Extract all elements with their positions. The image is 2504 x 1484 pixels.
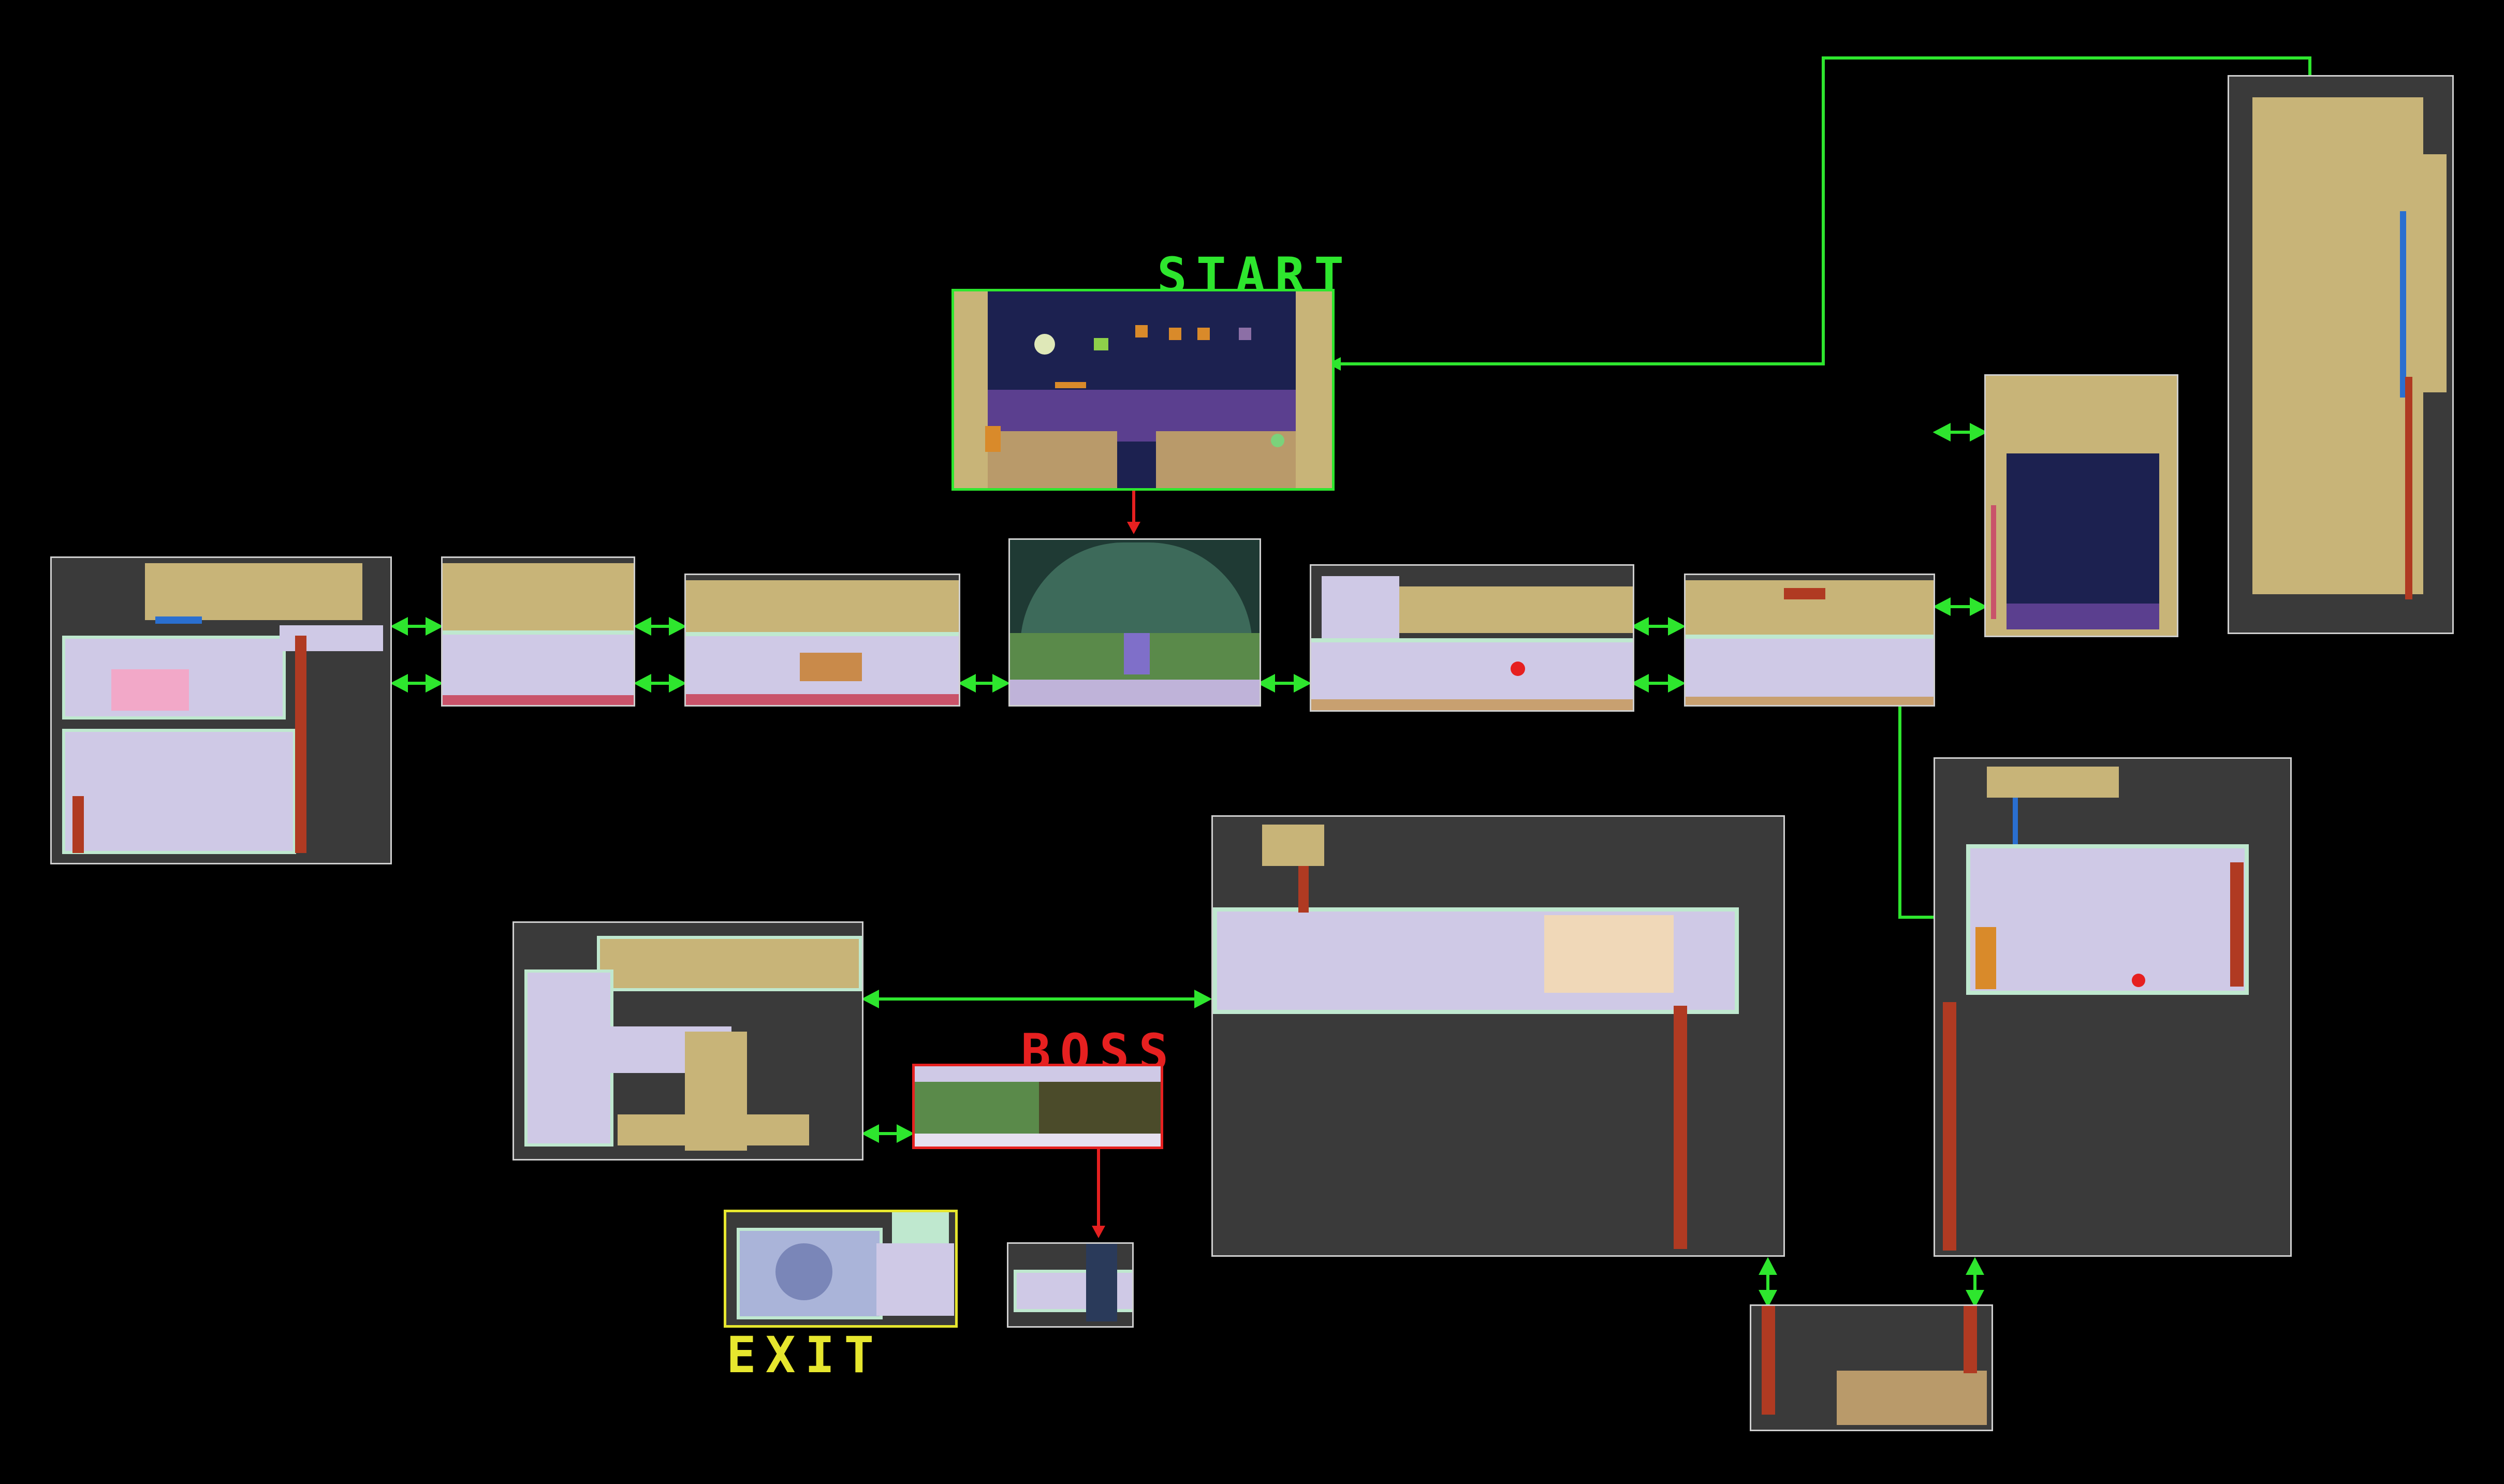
arrowhead	[1092, 1226, 1105, 1238]
start-room[interactable]	[951, 289, 1335, 491]
room-tower[interactable]	[2228, 75, 2454, 634]
room-central-south-hall[interactable]	[1211, 815, 1785, 1257]
boss-room[interactable]	[912, 1064, 1163, 1149]
room-south-east-block[interactable]	[1934, 757, 2292, 1257]
room-west-hall-1[interactable]	[684, 574, 960, 707]
exit-room[interactable]	[724, 1210, 958, 1328]
arrowhead	[1127, 522, 1140, 534]
room-west-maze[interactable]	[50, 556, 392, 864]
room-west-hall-2[interactable]	[441, 556, 635, 707]
room-post-boss-corridor[interactable]	[1007, 1242, 1134, 1328]
room-sky-shaft[interactable]	[1984, 374, 2178, 637]
room-east-hall-2[interactable]	[1684, 574, 1935, 707]
room-south-west-hall[interactable]	[512, 921, 863, 1160]
room-observatory-dome[interactable]	[1008, 538, 1261, 707]
exit-label: EXIT	[726, 1326, 884, 1384]
room-bottom-pit[interactable]	[1750, 1304, 1993, 1431]
door-link-start-tower	[1328, 56, 2311, 365]
door-links	[390, 423, 1988, 1308]
room-east-hall-1[interactable]	[1310, 564, 1634, 712]
